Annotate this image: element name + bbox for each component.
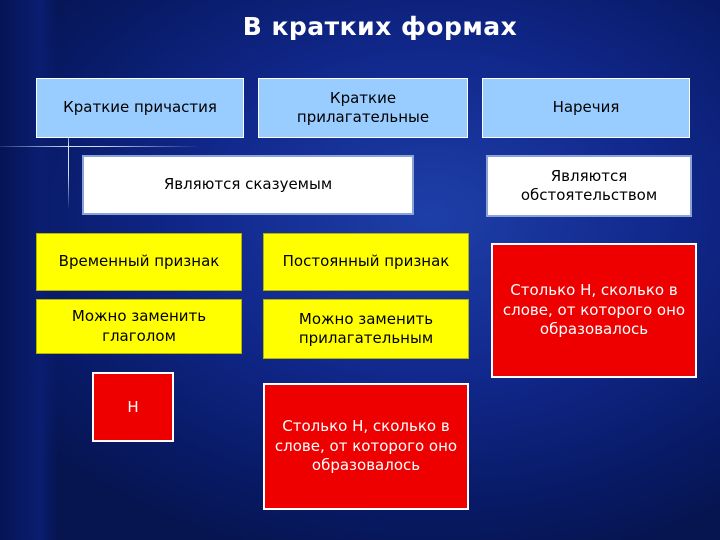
participles-header-text: Краткие причастия <box>63 98 217 117</box>
decorative-horizontal-line <box>0 146 200 147</box>
adjectives-permanent-text: Постоянный признак <box>282 252 450 271</box>
adverbs-role-box: Являются обстоятельством <box>486 155 692 217</box>
decorative-vertical-line <box>68 120 69 210</box>
adverbs-header-box: Наречия <box>482 78 690 138</box>
participles-tense-box: Временный признак <box>36 233 242 291</box>
adverbs-header-text: Наречия <box>552 98 620 117</box>
slide-title: В кратких формах <box>242 12 518 41</box>
participles-n-rule-text: Н <box>127 398 139 416</box>
adverbs-n-rule-text: Столько Н, сколько в слове, от которого … <box>502 281 686 339</box>
adjectives-permanent-box: Постоянный признак <box>263 233 469 291</box>
participles-header-box: Краткие причастия <box>36 78 244 138</box>
adverbs-n-rule-box: Столько Н, сколько в слове, от которого … <box>491 243 697 378</box>
adverbs-role-text: Являются обстоятельством <box>520 166 658 205</box>
adjectives-n-rule-box: Столько Н, сколько в слове, от которого … <box>263 383 469 510</box>
participles-tense-text: Временный признак <box>58 252 220 271</box>
participles-n-rule-box: Н <box>92 372 174 442</box>
adjectives-replace-box: Можно заменить прилагательным <box>263 299 469 359</box>
predicate-text: Являются сказуемым <box>163 175 333 194</box>
participles-replace-text: Можно заменить глаголом <box>71 307 207 345</box>
adjectives-header-box: Краткие прилагательные <box>258 78 468 138</box>
adjectives-replace-text: Можно заменить прилагательным <box>298 309 434 348</box>
predicate-box: Являются сказуемым <box>82 155 414 215</box>
adjectives-header-text: Краткие прилагательные <box>296 88 430 127</box>
participles-replace-box: Можно заменить глаголом <box>36 299 242 354</box>
adjectives-n-rule-text: Столько Н, сколько в слове, от которого … <box>274 417 458 475</box>
